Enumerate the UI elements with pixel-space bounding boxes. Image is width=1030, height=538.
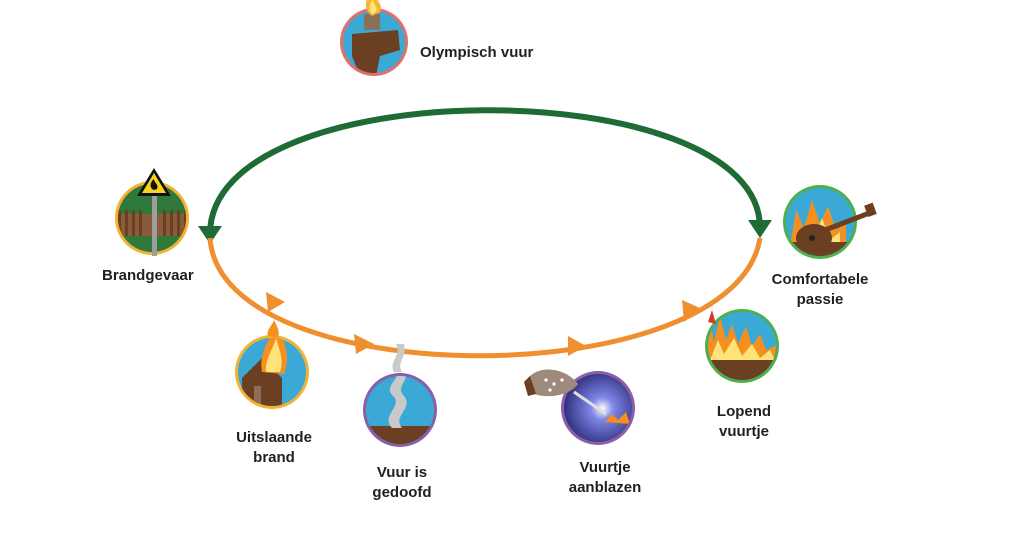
burning-house-icon: [235, 320, 309, 409]
green-arrowhead-right: [748, 220, 772, 238]
torch-icon: [340, 0, 408, 76]
orange-arrowhead-4: [682, 300, 700, 322]
small-fire-icon: [705, 309, 779, 383]
smoke-icon: [363, 344, 437, 447]
label-vuurtje-aanblazen: Vuurtje aanblazen: [568, 459, 642, 496]
label-comfortabele-passie: Comfortabele passie: [771, 271, 869, 308]
label-brandgevaar: Brandgevaar: [102, 267, 194, 284]
label-olympisch-vuur: Olympisch vuur: [420, 44, 534, 61]
orange-arrowhead-3: [568, 336, 586, 356]
green-arrowhead-left: [198, 226, 222, 244]
label-uitslaande-brand: Uitslaande brand: [236, 429, 312, 466]
orange-arrowhead-2: [354, 334, 374, 354]
label-lopend-vuurtje: Lopend vuurtje: [716, 403, 772, 440]
fire-warning-sign-icon: [115, 168, 189, 256]
orange-cycle-arc: [207, 237, 763, 359]
label-vuur-is-gedoofd: Vuur is gedoofd: [372, 464, 432, 501]
green-cycle-arc: [207, 107, 763, 235]
bellows-icon: [524, 369, 635, 445]
orange-arrowhead-1: [266, 292, 285, 312]
guitar-campfire-icon: [783, 185, 877, 259]
